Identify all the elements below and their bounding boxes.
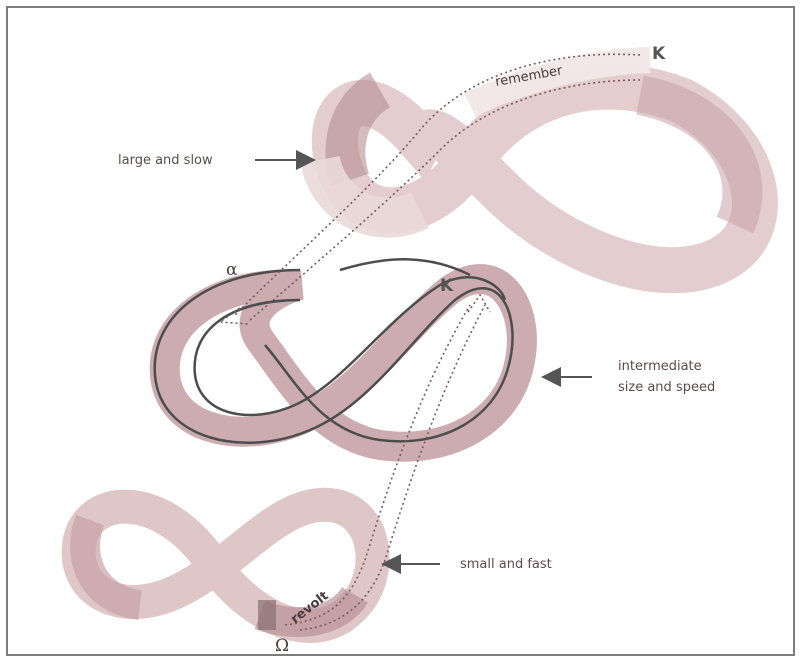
small-cycle-left-segment [85,520,140,605]
large-and-slow-label: large and slow [118,150,213,171]
large-cycle [320,60,755,270]
intermediate-label-line1: intermediate [618,356,702,377]
small-cycle-dark-block [258,600,276,630]
intermediate-label-line2: size and speed [618,377,715,398]
alpha-symbol: α [226,260,237,280]
large-cycle-dark-segment [345,90,380,180]
intermediate-cycle [155,259,522,446]
omega-symbol: Ω [275,636,289,656]
revolt-arrowhead [468,295,490,312]
small-and-fast-label: small and fast [460,554,552,575]
k-top-marker: K [652,44,665,64]
k-intermediate-marker: K [440,276,453,296]
